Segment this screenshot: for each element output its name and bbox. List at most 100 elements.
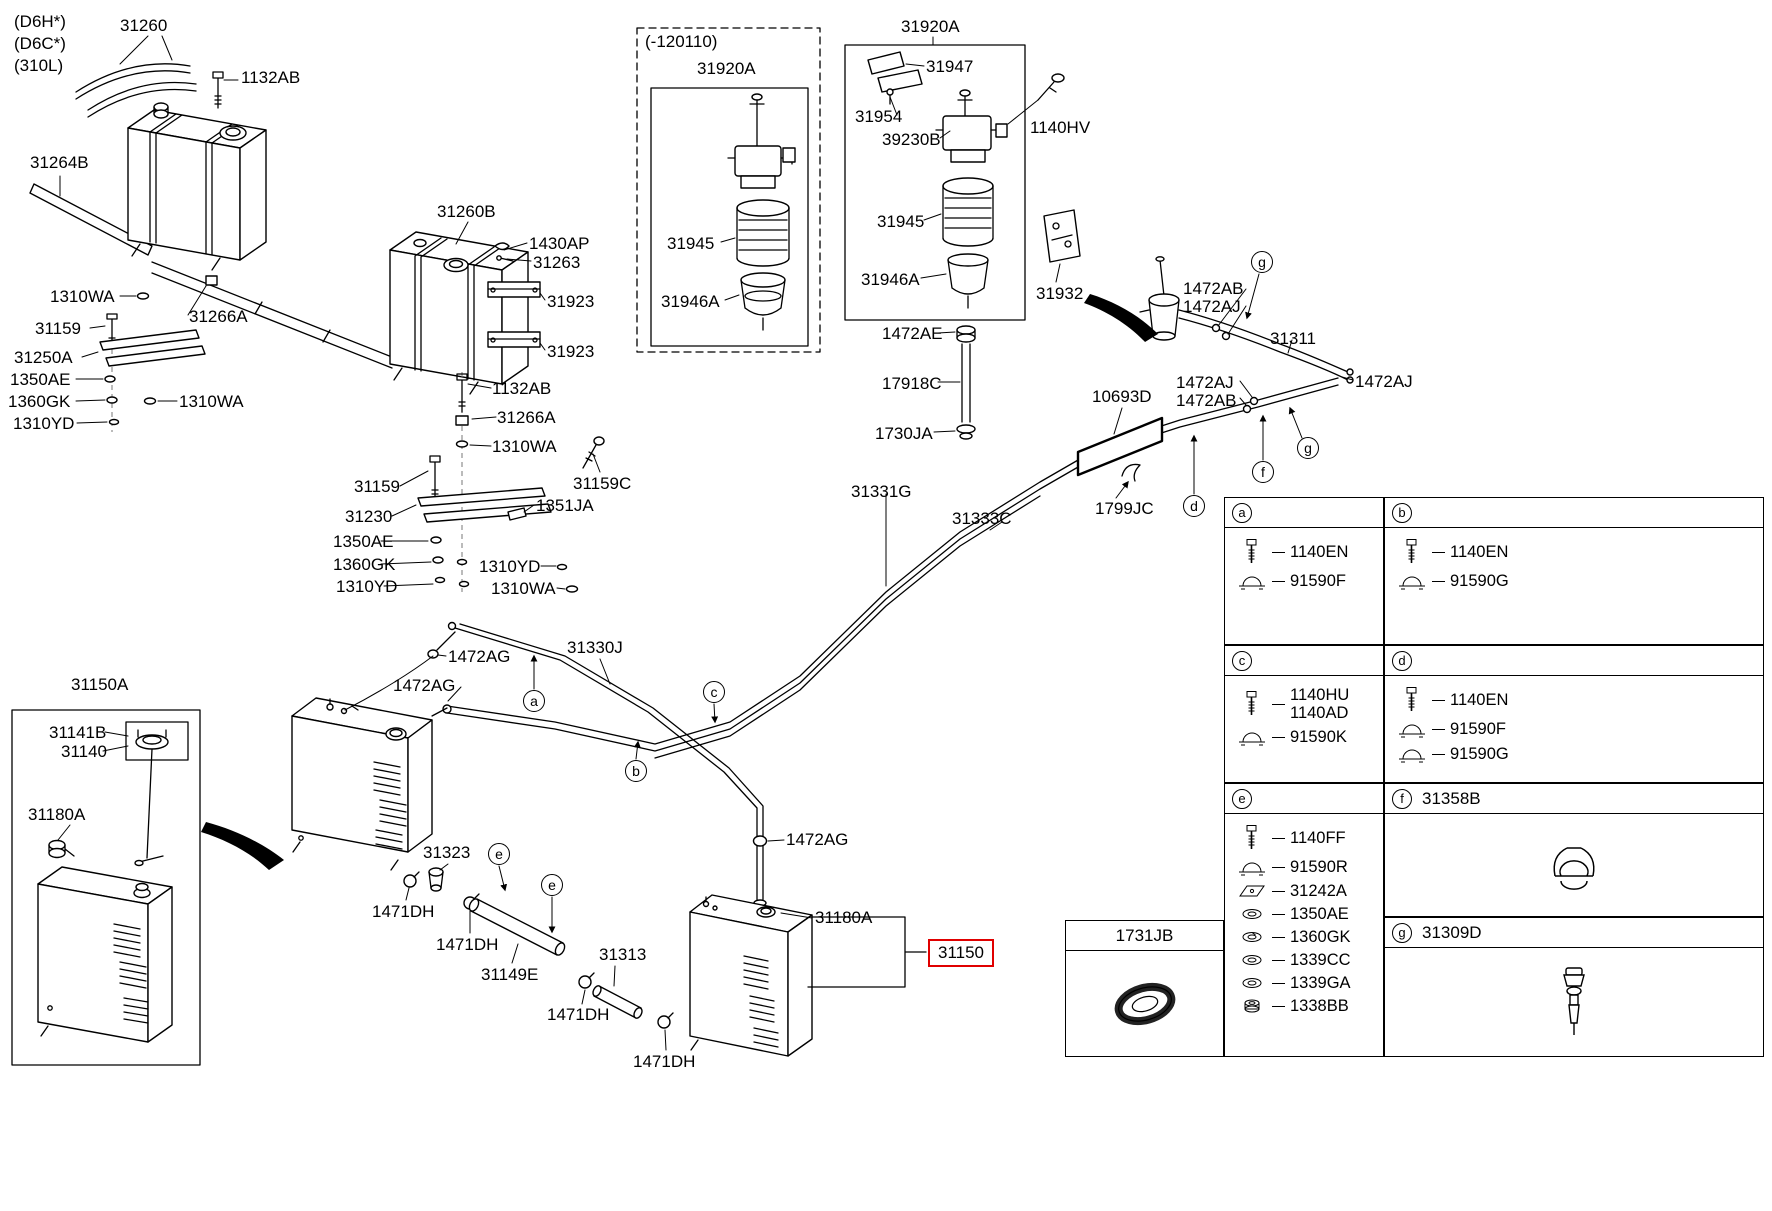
table-item-91590G: 91590G — [1397, 744, 1759, 764]
callout-f-header: f — [1392, 788, 1412, 809]
part-label-1471DH: 1471DH — [633, 1052, 696, 1071]
callout-a-header: a — [1232, 502, 1252, 523]
direction-arrows — [201, 294, 1158, 870]
part-label-31180A: 31180A — [28, 805, 86, 824]
part-label-31263: 31263 — [533, 253, 581, 272]
cell-g-code: 31309D — [1422, 922, 1482, 942]
part-label-D6H: (D6H*) — [14, 12, 66, 31]
part-label-1360GK: 1360GK — [8, 392, 71, 411]
clamp-icon — [1397, 571, 1427, 591]
filter-kit-31920A — [844, 44, 1081, 321]
callout-g: g — [1297, 437, 1319, 459]
part-label-1310WA: 1310WA — [179, 392, 244, 411]
bolt-icon — [1237, 824, 1267, 852]
table-item-1140EN: 1140EN — [1397, 686, 1759, 714]
table-item-1339CC: 1339CC — [1237, 951, 1379, 969]
table-item-91590K: 91590K — [1237, 727, 1379, 747]
item-leader-line — [1432, 728, 1445, 730]
bolt-icon — [1397, 686, 1427, 714]
part-label-31159: 31159 — [354, 477, 401, 496]
part-label-1351JA: 1351JA — [536, 496, 594, 515]
clamp-icon — [1237, 857, 1267, 877]
part-label-31150: 31150 — [928, 939, 995, 967]
part-label-31159: 31159 — [35, 319, 82, 338]
part-label-1310WA: 1310WA — [491, 579, 556, 598]
fuel-tank-middle — [291, 655, 434, 871]
grommet-icon — [1102, 971, 1188, 1037]
bolt-icon — [1397, 538, 1427, 566]
part-label-31230: 31230 — [345, 507, 393, 526]
part-label-1472AJ: 1472AJ — [1183, 297, 1241, 316]
grommet-box-title: 1731JB — [1115, 925, 1174, 945]
part-label-31331G: 31331G — [851, 482, 912, 501]
part-label-1310YD: 1310YD — [13, 414, 75, 433]
item-leader-line — [1272, 1005, 1285, 1007]
part-label-1471DH: 1471DH — [547, 1005, 610, 1024]
small-pipes-and-clamps — [403, 867, 674, 1029]
item-leader-line — [1272, 551, 1285, 553]
bolt-icon — [1237, 538, 1267, 566]
part-label-31923: 31923 — [547, 342, 595, 361]
part-label-31945: 31945 — [877, 212, 925, 231]
part-label-31180A: 31180A — [815, 908, 873, 927]
table-item-1140EN: 1140EN — [1397, 538, 1759, 566]
part-label-1350AE: 1350AE — [10, 370, 71, 389]
part-label-31954: 31954 — [855, 107, 903, 126]
part-label-31920A: 31920A — [901, 17, 960, 36]
fuel-strainer-31311 — [1139, 256, 1354, 384]
part-label-1430AP: 1430AP — [529, 234, 590, 253]
part-label-31250A: 31250A — [14, 348, 73, 367]
part-label-31266A: 31266A — [497, 408, 556, 427]
item-leader-line — [1272, 936, 1285, 938]
bolt-icon — [1237, 690, 1267, 718]
item-leader-line — [1272, 982, 1285, 984]
part-label-31946A: 31946A — [861, 270, 920, 289]
callout-f: f — [1252, 461, 1274, 483]
part-label-310L: (310L) — [14, 56, 64, 75]
callout-b-header: b — [1392, 502, 1412, 523]
clamp-icon — [1237, 727, 1267, 747]
part-label-31311: 31311 — [1270, 329, 1317, 348]
callout-c-header: c — [1232, 650, 1252, 671]
item-leader-line — [1272, 866, 1285, 868]
item-leader-line — [1432, 753, 1445, 755]
band-clamp-icon — [1541, 838, 1607, 892]
fuel-tank-31260 — [29, 63, 267, 271]
bracket-icon — [1237, 882, 1267, 900]
callout-e: e — [488, 843, 510, 865]
part-label-1132AB: 1132AB — [241, 68, 301, 87]
fuel-tank-31150A-box — [11, 709, 201, 1066]
item-leader-line — [1272, 913, 1285, 915]
table-item-31242A: 31242A — [1237, 882, 1379, 900]
part-label-31947: 31947 — [926, 57, 974, 76]
callout-e: e — [541, 874, 563, 896]
leader-lines — [57, 35, 1354, 1051]
table-item-1350AE: 1350AE — [1237, 905, 1379, 923]
callout-d: d — [1183, 495, 1205, 517]
part-label-31920A: 31920A — [697, 59, 756, 78]
part-label-31333C: 31333C — [952, 509, 1012, 528]
callout-c: c — [703, 681, 725, 703]
part-label-31260: 31260 — [120, 16, 168, 35]
part-label-1472AG: 1472AG — [448, 647, 511, 666]
item-leader-line — [1272, 580, 1285, 582]
part-label-1472AB: 1472AB — [1176, 391, 1237, 410]
part-label-1471DH: 1471DH — [436, 935, 499, 954]
clamp-icon — [1397, 744, 1427, 764]
item-leader-line — [1272, 837, 1285, 839]
part-label-1310WA: 1310WA — [50, 287, 115, 306]
part-label-1132AB: 1132AB — [492, 379, 552, 398]
fuel-tank-31260B — [389, 231, 541, 395]
item-leader-line — [1272, 959, 1285, 961]
fuel-line-trunk — [431, 377, 1339, 759]
part-label-31141B: 31141B — [49, 723, 107, 742]
